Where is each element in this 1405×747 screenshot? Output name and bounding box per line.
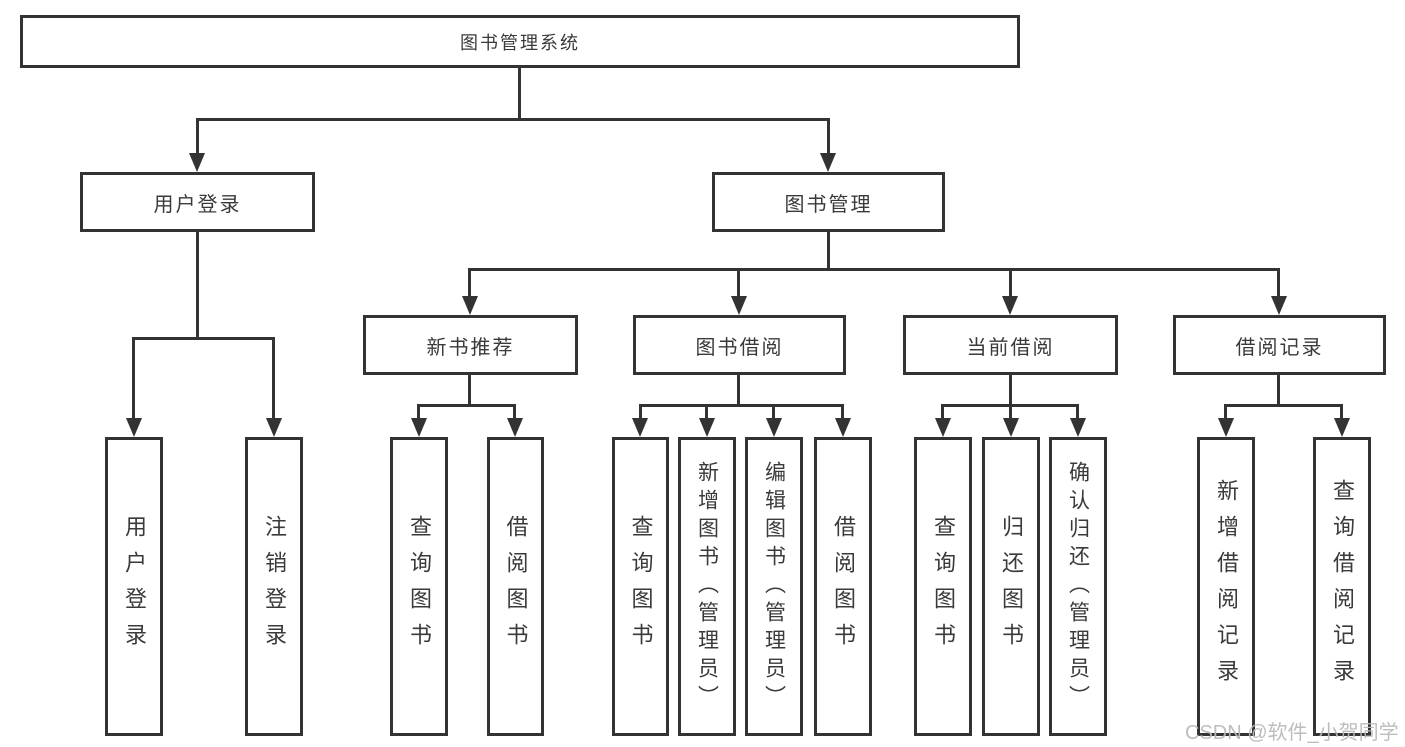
leaf-label: 确认归还（管理员） (1066, 460, 1090, 713)
node-book-management: 图书管理 (712, 172, 945, 232)
connector-line (196, 231, 199, 339)
arrow-down-icon (820, 153, 836, 172)
arrow-down-icon (699, 418, 715, 437)
leaf-edit-books-admin: 编辑图书（管理员） (745, 437, 803, 736)
connector-line (737, 268, 740, 299)
connector-line (941, 404, 944, 421)
leaf-add-books-admin: 新增图书（管理员） (678, 437, 736, 736)
leaf-return-books: 归还图书 (982, 437, 1040, 736)
leaf-query-books: 查询图书 (612, 437, 669, 736)
node-label: 借阅记录 (1235, 336, 1324, 359)
arrow-down-icon (1271, 296, 1287, 315)
connector-line (1009, 404, 1012, 421)
arrow-down-icon (126, 418, 142, 437)
arrow-down-icon (632, 418, 648, 437)
connector-line (417, 404, 516, 407)
leaf-label: 用户登录 (122, 514, 147, 659)
connector-line (639, 404, 642, 421)
node-label: 新书推荐 (426, 336, 515, 359)
connector-line (737, 374, 740, 407)
arrow-down-icon (935, 418, 951, 437)
node-book-borrowing: 图书借阅 (633, 315, 846, 375)
leaf-add-borrow-record: 新增借阅记录 (1197, 437, 1255, 736)
arrow-down-icon (1003, 418, 1019, 437)
leaf-label: 查询图书 (931, 514, 956, 659)
leaf-label: 查询借阅记录 (1330, 478, 1355, 695)
leaf-label: 新增图书（管理员） (695, 460, 719, 713)
leaf-query-borrow-record: 查询借阅记录 (1313, 437, 1371, 736)
leaf-borrow-books: 借阅图书 (487, 437, 544, 736)
node-label: 图书管理系统 (460, 32, 580, 53)
arrow-down-icon (189, 153, 205, 172)
arrow-down-icon (731, 296, 747, 315)
arrow-down-icon (766, 418, 782, 437)
connector-line (518, 66, 521, 120)
connector-line (417, 404, 420, 421)
connector-line (705, 404, 708, 421)
connector-line (1277, 268, 1280, 299)
arrow-down-icon (1218, 418, 1234, 437)
leaf-label: 查询图书 (628, 514, 654, 659)
connector-line (196, 118, 199, 156)
node-label: 图书管理 (784, 193, 873, 216)
arrow-down-icon (411, 418, 427, 437)
connector-line (841, 404, 844, 421)
leaf-label: 借阅图书 (503, 514, 529, 659)
connector-line (132, 337, 135, 421)
node-borrowing-records: 借阅记录 (1173, 315, 1386, 375)
leaf-logout: 注销登录 (245, 437, 303, 736)
connector-line (1277, 374, 1280, 407)
leaf-label: 编辑图书（管理员） (762, 460, 786, 713)
connector-line (772, 404, 775, 421)
connector-line (468, 268, 471, 299)
node-label: 图书借阅 (695, 336, 784, 359)
arrow-down-icon (462, 296, 478, 315)
connector-line (468, 268, 1280, 271)
leaf-label: 归还图书 (999, 514, 1024, 659)
arrow-down-icon (507, 418, 523, 437)
node-user-login: 用户登录 (80, 172, 315, 232)
arrow-down-icon (1070, 418, 1086, 437)
leaf-label: 注销登录 (262, 514, 287, 659)
connector-line (513, 404, 516, 421)
leaf-label: 新增借阅记录 (1214, 478, 1239, 695)
node-library-management-system: 图书管理系统 (20, 15, 1020, 68)
leaf-label: 查询图书 (407, 514, 432, 659)
connector-line (827, 231, 830, 271)
leaf-query-books: 查询图书 (390, 437, 448, 736)
connector-line (1224, 404, 1343, 407)
watermark: CSDN @软件_小贺同学 (1185, 722, 1399, 744)
leaf-query-books: 查询图书 (914, 437, 972, 736)
arrow-down-icon (1002, 296, 1018, 315)
connector-line (1009, 268, 1012, 299)
connector-line (132, 337, 275, 340)
connector-line (1224, 404, 1227, 421)
connector-line (272, 337, 275, 421)
connector-line (639, 404, 843, 407)
arrow-down-icon (266, 418, 282, 437)
leaf-borrow-books: 借阅图书 (814, 437, 872, 736)
arrow-down-icon (835, 418, 851, 437)
connector-line (1009, 374, 1012, 407)
arrow-down-icon (1334, 418, 1350, 437)
node-label: 当前借阅 (966, 336, 1055, 359)
node-label: 用户登录 (153, 193, 242, 216)
connector-line (468, 374, 471, 407)
connector-line (1076, 404, 1079, 421)
connector-line (196, 118, 830, 121)
leaf-user-login: 用户登录 (105, 437, 163, 736)
leaf-confirm-return-admin: 确认归还（管理员） (1049, 437, 1107, 736)
node-new-book-recommendation: 新书推荐 (363, 315, 578, 375)
connector-line (1340, 404, 1343, 421)
connector-line (827, 118, 830, 156)
leaf-label: 借阅图书 (831, 514, 856, 659)
node-current-borrowing: 当前借阅 (903, 315, 1118, 375)
